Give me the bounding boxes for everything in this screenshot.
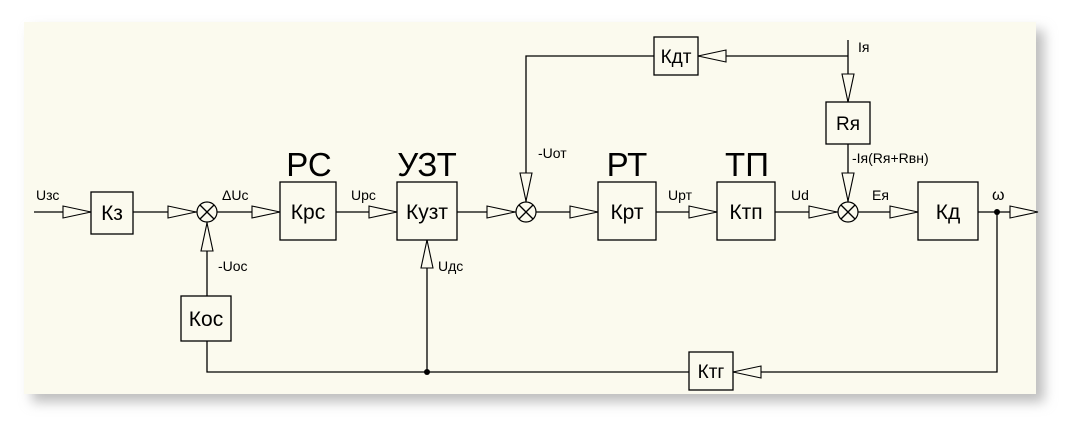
block-kos-label: Кос [189, 308, 223, 331]
arrow-head [889, 205, 919, 219]
title-uzt: УЗТ [397, 146, 457, 183]
signal-delta-uc: ΔUc [222, 187, 248, 203]
wire-ktg-return [206, 341, 689, 373]
arrow-head [569, 205, 599, 219]
block-ktg: Ктг [688, 351, 734, 391]
block-kuzt: Кузт [396, 181, 458, 241]
wire-speed-feedback [733, 212, 998, 373]
signal-ud: Ud [791, 187, 809, 203]
signal-u-ds: Uдс [438, 258, 463, 274]
signal-u-os: -Uос [218, 258, 248, 274]
signal-urt: Uрт [668, 187, 693, 203]
junction-dot [994, 209, 1000, 215]
block-kdt-label: Кдт [661, 47, 692, 68]
arrow-head [486, 205, 516, 219]
block-ktp: Ктп [716, 181, 776, 241]
sum-junction-speed [196, 201, 218, 223]
signal-ia: Iя [858, 39, 869, 55]
block-ktg-label: Ктг [698, 362, 725, 383]
arrow-head [62, 205, 92, 219]
block-krs: Крс [279, 181, 337, 241]
title-rt: РТ [607, 146, 648, 183]
title-rs: РС [286, 146, 331, 183]
junction-dot [424, 369, 430, 375]
block-kdt: Кдт [653, 36, 699, 76]
block-kuzt-label: Кузт [406, 201, 448, 224]
sum-junction-emf [837, 201, 859, 223]
block-kd: Кд [917, 181, 979, 241]
arrows [62, 49, 1039, 379]
signal-ia-drop: -Iя(Rя+Rвн) [852, 150, 929, 166]
signal-uzs: Uзс [36, 187, 59, 203]
block-ktp-label: Ктп [729, 201, 762, 224]
arrow-head [1009, 205, 1039, 219]
block-rya: Rя [825, 101, 871, 145]
arrow-head [251, 205, 281, 219]
arrow-head [200, 222, 214, 252]
wire-kdt-sum2 [525, 55, 654, 202]
signal-urs: Uрс [351, 187, 376, 203]
block-kz: Кз [90, 191, 134, 235]
block-kos: Кос [180, 295, 232, 342]
arrow-head [697, 49, 727, 63]
signal-ea: Eя [872, 187, 889, 203]
block-krt-label: Крт [610, 201, 643, 224]
arrow-head [841, 73, 855, 103]
block-kz-label: Кз [101, 202, 123, 225]
sum-junction-current [515, 201, 537, 223]
block-krt: Крт [597, 181, 657, 241]
arrow-head [368, 205, 398, 219]
arrow-head [519, 172, 533, 202]
arrow-head [167, 205, 197, 219]
block-kd-label: Кд [936, 201, 961, 224]
arrow-head [420, 239, 434, 269]
signal-u-ot: -Uот [538, 145, 567, 161]
block-krs-label: Крс [291, 201, 325, 224]
block-rya-label: Rя [836, 114, 860, 135]
arrow-head [841, 172, 855, 202]
arrow-head [808, 205, 838, 219]
arrow-head [688, 205, 718, 219]
arrow-head [732, 365, 762, 379]
signal-omega: ω [992, 187, 1005, 204]
title-tp: ТП [725, 146, 769, 183]
